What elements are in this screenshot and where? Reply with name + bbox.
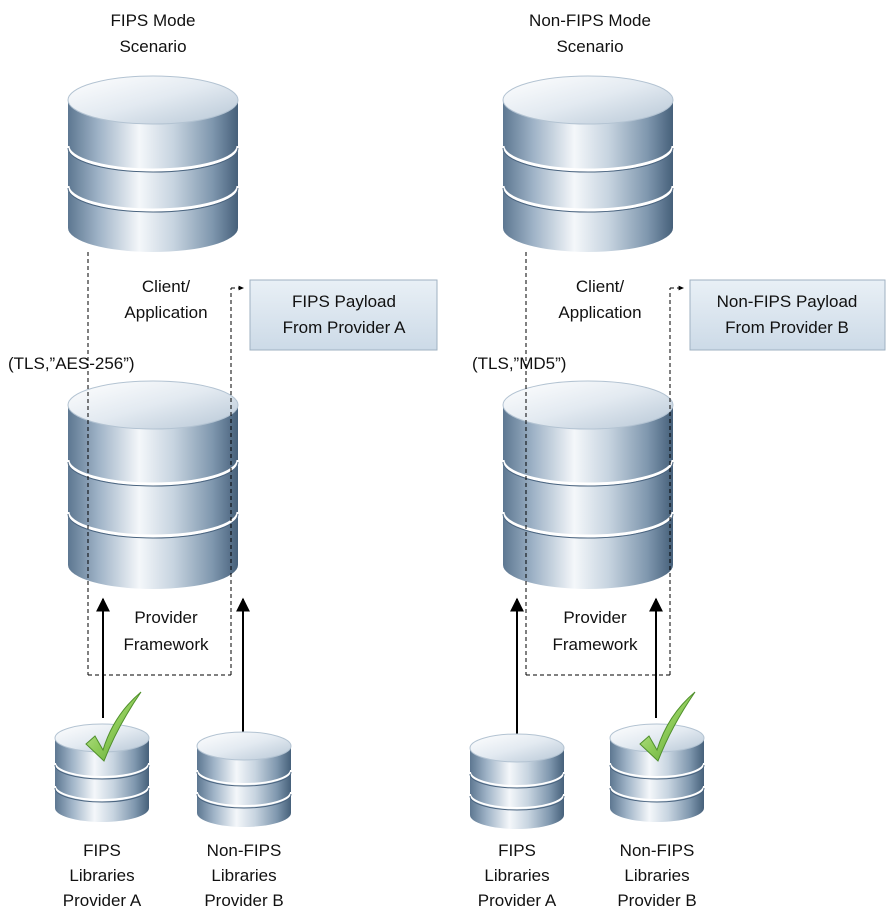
tls-call-label: (TLS,”MD5”) xyxy=(472,354,566,373)
scenario-title-line1: FIPS Mode xyxy=(110,11,195,30)
provider-framework-database-icon xyxy=(66,380,240,589)
fips-mode-scenario: FIPS Mode Scenario Client/ Application F… xyxy=(8,11,438,910)
lib-b-label-line1: Non-FIPS xyxy=(620,841,695,860)
dashed-flow-path xyxy=(87,252,244,676)
fips-library-a-database-icon xyxy=(469,733,565,829)
lib-a-label-line1: FIPS xyxy=(83,841,121,860)
lib-a-label-line3: Provider A xyxy=(63,891,142,910)
framework-label-line2: Framework xyxy=(552,635,638,654)
scenario-title-line2: Scenario xyxy=(556,37,623,56)
check-mark-icon xyxy=(639,691,696,762)
client-label-line2: Application xyxy=(124,303,207,322)
non-fips-library-b-database-icon xyxy=(196,731,292,827)
payload-label-line2: From Provider B xyxy=(725,318,849,337)
lib-b-label-line1: Non-FIPS xyxy=(207,841,282,860)
lib-a-label-line2: Libraries xyxy=(69,866,134,885)
provider-framework-database-icon xyxy=(501,380,675,589)
lib-a-label-line2: Libraries xyxy=(484,866,549,885)
lib-b-label-line2: Libraries xyxy=(211,866,276,885)
client-label-line1: Client/ xyxy=(576,277,624,296)
payload-label-line1: FIPS Payload xyxy=(292,292,396,311)
scenario-title-line1: Non-FIPS Mode xyxy=(529,11,651,30)
non-fips-mode-scenario: Non-FIPS Mode Scenario Client/ Applicati… xyxy=(469,11,886,910)
client-label-line1: Client/ xyxy=(142,277,190,296)
non-fips-library-b-database-icon xyxy=(609,723,705,822)
lib-a-label-line3: Provider A xyxy=(478,891,557,910)
framework-label-line2: Framework xyxy=(123,635,209,654)
framework-label-line1: Provider xyxy=(134,608,198,627)
lib-b-label-line3: Provider B xyxy=(617,891,696,910)
payload-label-line2: From Provider A xyxy=(283,318,406,337)
client-application-database-icon xyxy=(501,75,675,252)
lib-a-label-line1: FIPS xyxy=(498,841,536,860)
payload-box: Non-FIPS Payload From Provider B xyxy=(689,279,886,351)
check-mark-icon xyxy=(85,691,142,762)
lib-b-label-line2: Libraries xyxy=(624,866,689,885)
tls-call-label: (TLS,”AES-256”) xyxy=(8,354,135,373)
client-application-database-icon xyxy=(66,75,240,252)
lib-b-label-line3: Provider B xyxy=(204,891,283,910)
scenario-title-line2: Scenario xyxy=(119,37,186,56)
client-label-line2: Application xyxy=(558,303,641,322)
dashed-flow-path xyxy=(525,252,684,676)
payload-label-line1: Non-FIPS Payload xyxy=(717,292,858,311)
fips-library-a-database-icon xyxy=(54,723,150,822)
framework-label-line1: Provider xyxy=(563,608,627,627)
payload-box: FIPS Payload From Provider A xyxy=(249,279,438,351)
